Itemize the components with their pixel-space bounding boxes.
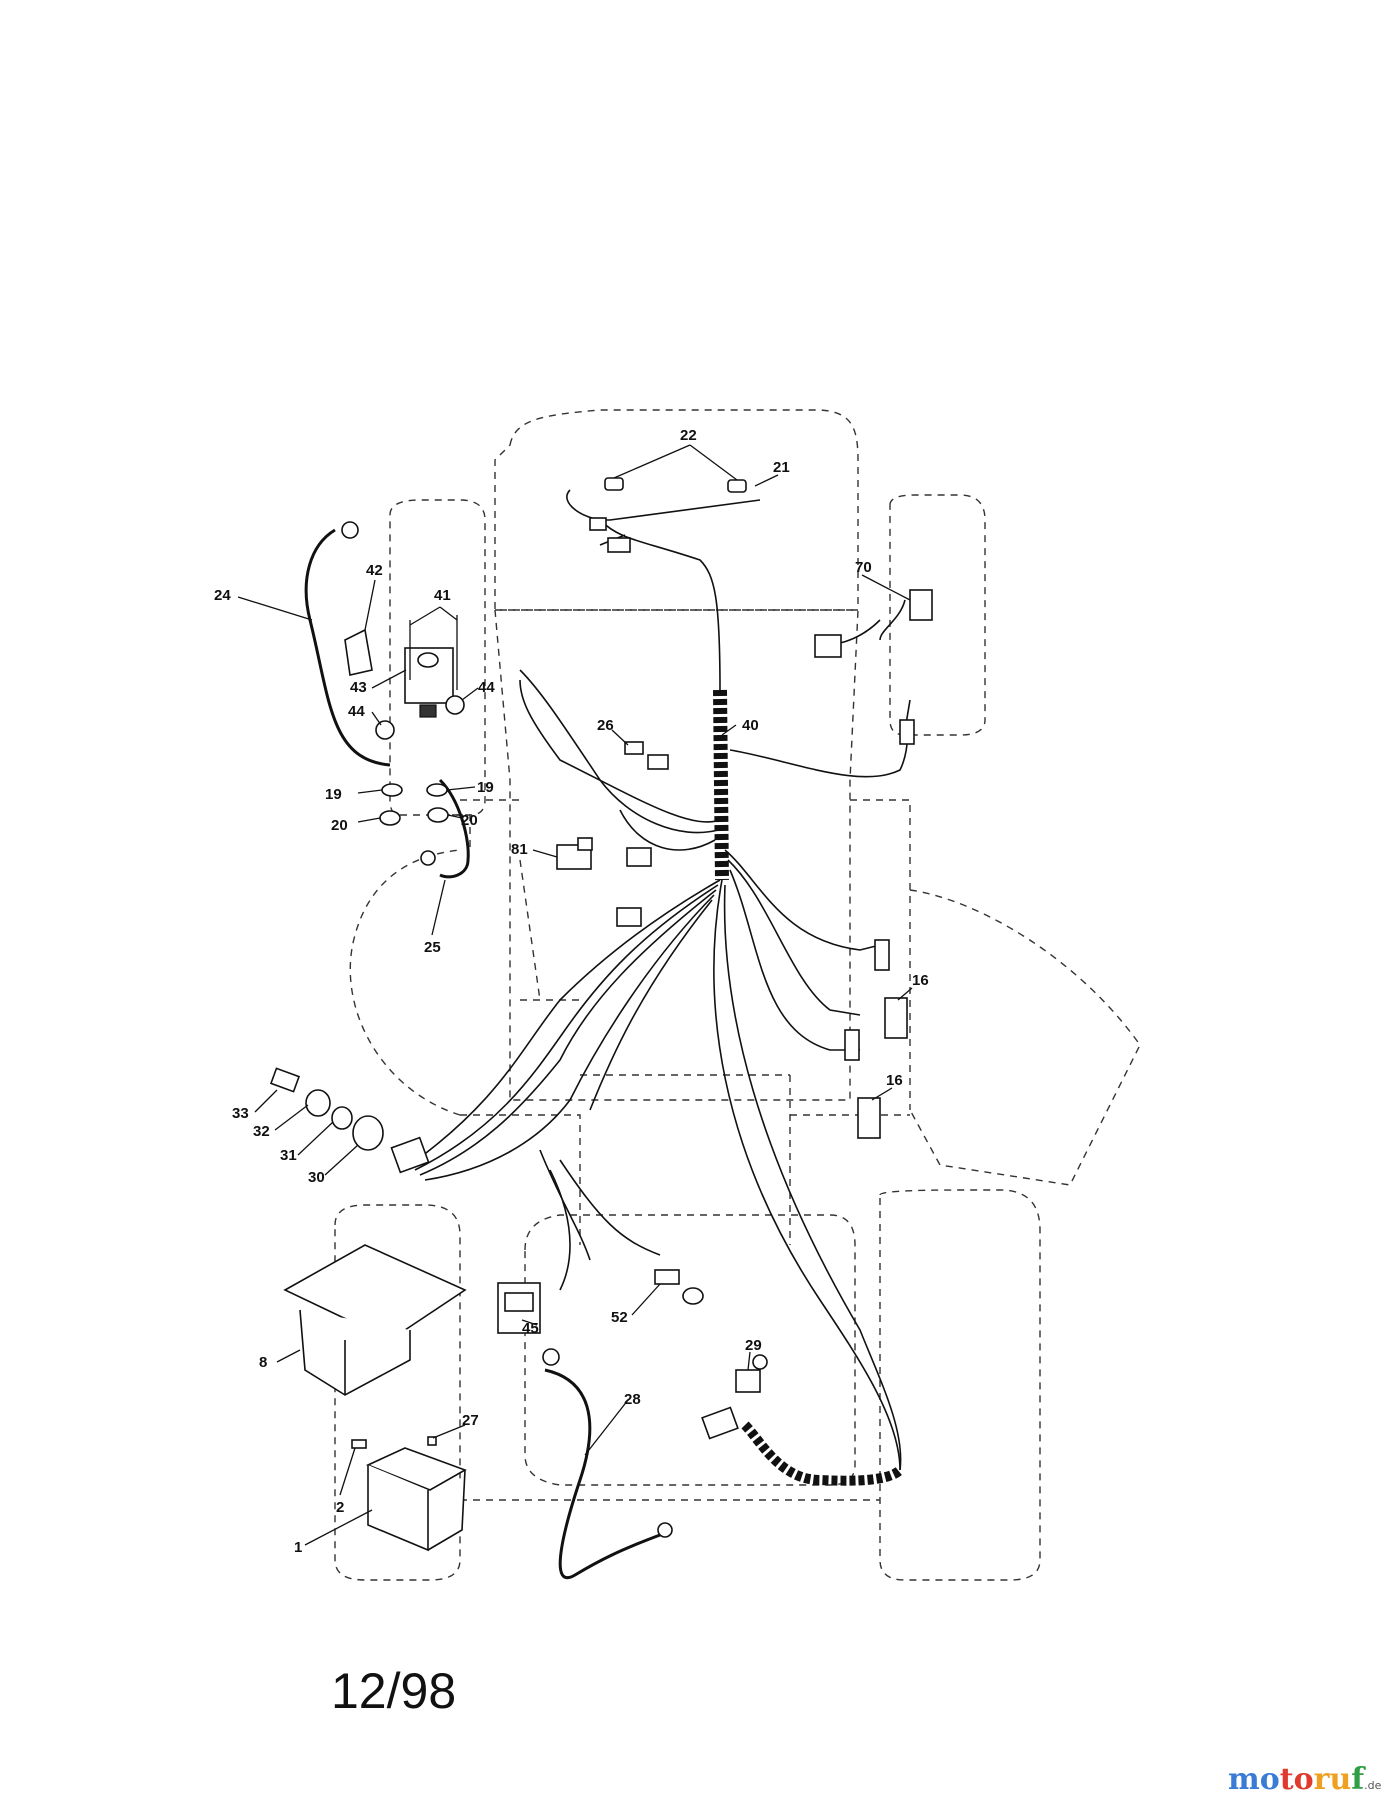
cable-28-terminal-top: [542, 1348, 560, 1366]
callout-44-left: 44: [348, 703, 365, 720]
harness-wires: [304, 489, 911, 1579]
switch-29-connector: [701, 1406, 739, 1440]
callout-19-right: 19: [477, 779, 494, 796]
parts: [269, 477, 933, 1552]
bezel-32: [305, 1089, 331, 1117]
callout-labels: 22 21 70 24 42 41 43 44 44 19 19 20 20 2…: [214, 427, 929, 1556]
callout-32: 32: [253, 1123, 270, 1140]
relay-connector-1: [626, 847, 652, 867]
seat-switch-plug: [814, 634, 842, 658]
hour-meter-45: [497, 1282, 541, 1334]
callout-81: 81: [511, 841, 528, 858]
watermark-part-4: f: [1351, 1762, 1365, 1797]
callout-45: 45: [522, 1320, 539, 1337]
callout-41: 41: [434, 587, 451, 604]
seat-switch-connector: [909, 589, 933, 621]
callout-33: 33: [232, 1105, 249, 1122]
callout-42: 42: [366, 562, 383, 579]
callout-20-right: 20: [461, 812, 478, 829]
tractor-outline: [334, 409, 1141, 1581]
switch-29: [735, 1354, 768, 1393]
callout-2: 2: [336, 1499, 344, 1516]
watermark-part-1: mo: [1228, 1762, 1280, 1797]
connector-26a: [624, 741, 644, 755]
callout-26: 26: [597, 717, 614, 734]
washer-19-left: [381, 783, 403, 797]
nut-44-right: [445, 695, 465, 715]
battery-bolt-2: [351, 1439, 367, 1449]
leader-lines: [237, 444, 913, 1546]
headlight-connector: [589, 517, 607, 531]
callout-8: 8: [259, 1354, 267, 1371]
relay-81: [556, 837, 593, 870]
callout-16-lower: 16: [886, 1072, 903, 1089]
callout-24: 24: [214, 587, 231, 604]
headlight-bulb-left: [604, 477, 624, 491]
callout-30: 30: [308, 1169, 325, 1186]
connector-52: [654, 1269, 680, 1285]
relay-connector-2: [616, 907, 642, 927]
callout-29: 29: [745, 1337, 762, 1354]
callout-21: 21: [773, 459, 790, 476]
battery-box-8: [283, 1244, 467, 1396]
cable-28-terminal-bottom: [657, 1522, 673, 1538]
connector-16-upper: [884, 997, 908, 1039]
connector-16-lower: [857, 1097, 881, 1139]
callout-70: 70: [855, 559, 872, 576]
watermark-part-2: to: [1279, 1762, 1314, 1797]
callout-31: 31: [280, 1147, 297, 1164]
callout-40: 40: [742, 717, 759, 734]
callout-43: 43: [350, 679, 367, 696]
callout-52: 52: [611, 1309, 628, 1326]
terminal-boot-42: [344, 628, 373, 676]
nut-44-left: [375, 720, 395, 740]
nut-31: [331, 1106, 353, 1130]
callout-25: 25: [424, 939, 441, 956]
battery-nut-27: [427, 1436, 437, 1446]
callout-27: 27: [462, 1412, 479, 1429]
callout-28: 28: [624, 1391, 641, 1408]
harness-plug-2: [844, 1029, 860, 1061]
watermark-logo: motoruf.de: [1228, 1762, 1381, 1797]
watermark-tld: .de: [1364, 1779, 1382, 1792]
washer-19-right: [426, 783, 448, 797]
cable-25-terminal: [420, 850, 436, 866]
callout-1: 1: [294, 1539, 302, 1556]
seat-switch-plug-2: [899, 719, 915, 745]
connector-52-lead: [682, 1287, 704, 1305]
battery-1: [365, 1447, 467, 1552]
callout-20-left: 20: [331, 817, 348, 834]
ignition-switch-30: [352, 1115, 430, 1174]
nut-20-right: [427, 807, 449, 823]
revision-date: 12/98: [331, 1663, 457, 1719]
watermark-part-3: ru: [1313, 1762, 1352, 1797]
callout-19-left: 19: [325, 786, 342, 803]
headlight-bulb-right: [727, 479, 747, 493]
headlight-connector-2: [607, 537, 631, 553]
callout-22: 22: [680, 427, 697, 444]
callout-44-right: 44: [478, 679, 495, 696]
cable-24-terminal: [341, 521, 359, 539]
harness-plug-1: [874, 939, 890, 971]
callout-16-upper: 16: [912, 972, 929, 989]
ignition-key-33: [269, 1067, 301, 1093]
connector-26b: [647, 754, 669, 770]
nut-20-left: [379, 810, 401, 826]
starter-solenoid-43: [404, 647, 454, 718]
